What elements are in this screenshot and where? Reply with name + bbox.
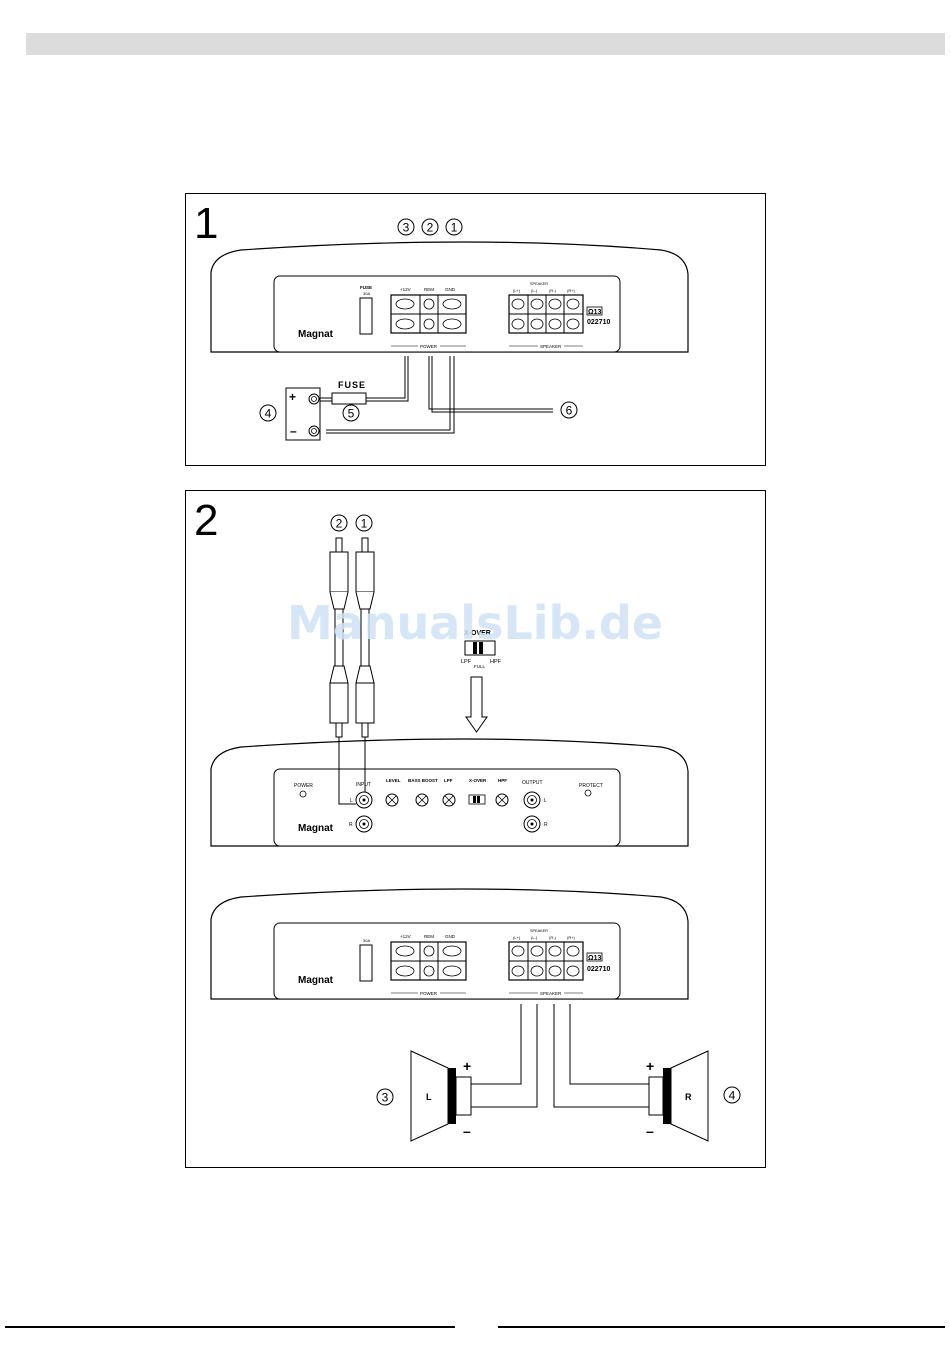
callout-2: 2 — [336, 517, 343, 531]
callout-2: 2 — [427, 221, 434, 235]
callout-5: 5 — [348, 407, 355, 421]
fuse-rating: 30A — [363, 291, 370, 296]
signal-speaker-wiring-diagram: 2 1 X-OVER LPF HPF FULL — [210, 514, 741, 1142]
impedance-mark: Ω13 — [588, 955, 602, 962]
output-l-label: L — [544, 798, 547, 804]
hpf-label: HPF — [498, 778, 507, 783]
speaker-header: SPEAKER — [530, 929, 548, 933]
speaker-l-plus-label: (L+) — [513, 935, 521, 940]
rca-cable-right — [355, 537, 375, 738]
terminal-gnd-label: GND — [445, 934, 456, 939]
speaker-left-label: L — [426, 1092, 432, 1102]
fuse-rating: 30A — [363, 938, 370, 943]
callout-1: 1 — [451, 221, 458, 235]
output-r-label: R — [544, 822, 548, 828]
terminal-rem-label: REM — [424, 287, 434, 292]
speaker-l-minus-label: (L-) — [531, 288, 538, 293]
right-minus: – — [646, 1123, 654, 1139]
watermark: ManualsLib.de — [286, 596, 664, 650]
speaker-header: SPEAKER — [530, 282, 548, 286]
callout-6: 6 — [566, 404, 573, 418]
speaker-l-plus-label: (L+) — [513, 288, 521, 293]
callout-4: 4 — [265, 407, 272, 421]
figure-number: 1 — [194, 199, 219, 248]
footer-rule-left — [5, 1326, 455, 1328]
impedance-mark: Ω13 — [588, 309, 602, 316]
input-label: INPUT — [356, 782, 371, 788]
battery-plus: + — [289, 390, 296, 404]
speaker-r-minus-label: (R-) — [549, 288, 557, 293]
speaker-section-label: SPEAKER — [540, 344, 562, 349]
front-xover-label: X-OVER — [469, 778, 487, 783]
terminal-gnd-label: GND — [445, 287, 456, 292]
left-plus: + — [463, 1058, 471, 1074]
input-l-label: L — [350, 798, 353, 804]
callout-1: 1 — [361, 517, 368, 531]
footer-rule-right — [498, 1326, 945, 1328]
right-plus: + — [646, 1058, 654, 1074]
rca-cable-left — [329, 537, 349, 738]
fuse-label: FUSE — [360, 285, 372, 290]
callout-3: 3 — [382, 1091, 389, 1105]
terminal-rem-label: REM — [424, 934, 434, 939]
xover-full-label: FULL — [474, 664, 486, 669]
input-r-label: R — [349, 822, 353, 828]
xover-hpf-label: HPF — [490, 659, 502, 665]
model-number: 022710 — [587, 966, 610, 973]
brand-logo-rear: Magnat — [298, 975, 334, 986]
power-wiring-diagram: Magnat FUSE 30A +12V REM GND POWER SPEAK… — [210, 218, 689, 441]
speaker-r-plus-label: (R+) — [567, 935, 576, 940]
speaker-l-minus-label: (L-) — [531, 935, 538, 940]
brand-logo-front: Magnat — [298, 823, 334, 834]
header-bar — [26, 33, 945, 55]
inline-fuse-label: FUSE — [338, 380, 366, 390]
brand-logo: Magnat — [298, 329, 334, 340]
xover-lpf-label: LPF — [461, 659, 472, 665]
bass-boost-label: BASS BOOST — [408, 778, 438, 783]
battery-minus: – — [290, 424, 297, 438]
xover-switch-label: X-OVER — [464, 630, 491, 637]
figure-number: 2 — [194, 496, 219, 545]
left-speaker: L + – — [410, 1050, 472, 1142]
terminal-12v-label: +12V — [400, 934, 411, 939]
callout-3: 3 — [403, 221, 410, 235]
speaker-section-label: SPEAKER — [540, 991, 562, 996]
right-speaker: R + – — [646, 1050, 709, 1142]
model-number: 022710 — [587, 319, 610, 326]
protect-led-label: PROTECT — [579, 783, 603, 789]
lpf-label: LPF — [444, 778, 453, 783]
power-led-label: POWER — [294, 783, 313, 789]
power-section-label: POWER — [420, 991, 438, 996]
figure-1-panel: 1 Magnat FUSE 30A +12V REM GND POWER SPE… — [185, 193, 766, 466]
power-section-label: POWER — [420, 344, 438, 349]
terminal-12v-label: +12V — [400, 287, 411, 292]
left-minus: – — [463, 1123, 471, 1139]
level-label: LEVEL — [386, 778, 401, 783]
output-label: OUTPUT — [522, 780, 543, 786]
speaker-r-minus-label: (R-) — [549, 935, 557, 940]
figure-2-panel: 2 2 1 X-OVER LPF HPF — [185, 490, 766, 1168]
callout-4: 4 — [729, 1089, 736, 1103]
speaker-right-label: R — [685, 1092, 692, 1102]
speaker-r-plus-label: (R+) — [567, 288, 576, 293]
